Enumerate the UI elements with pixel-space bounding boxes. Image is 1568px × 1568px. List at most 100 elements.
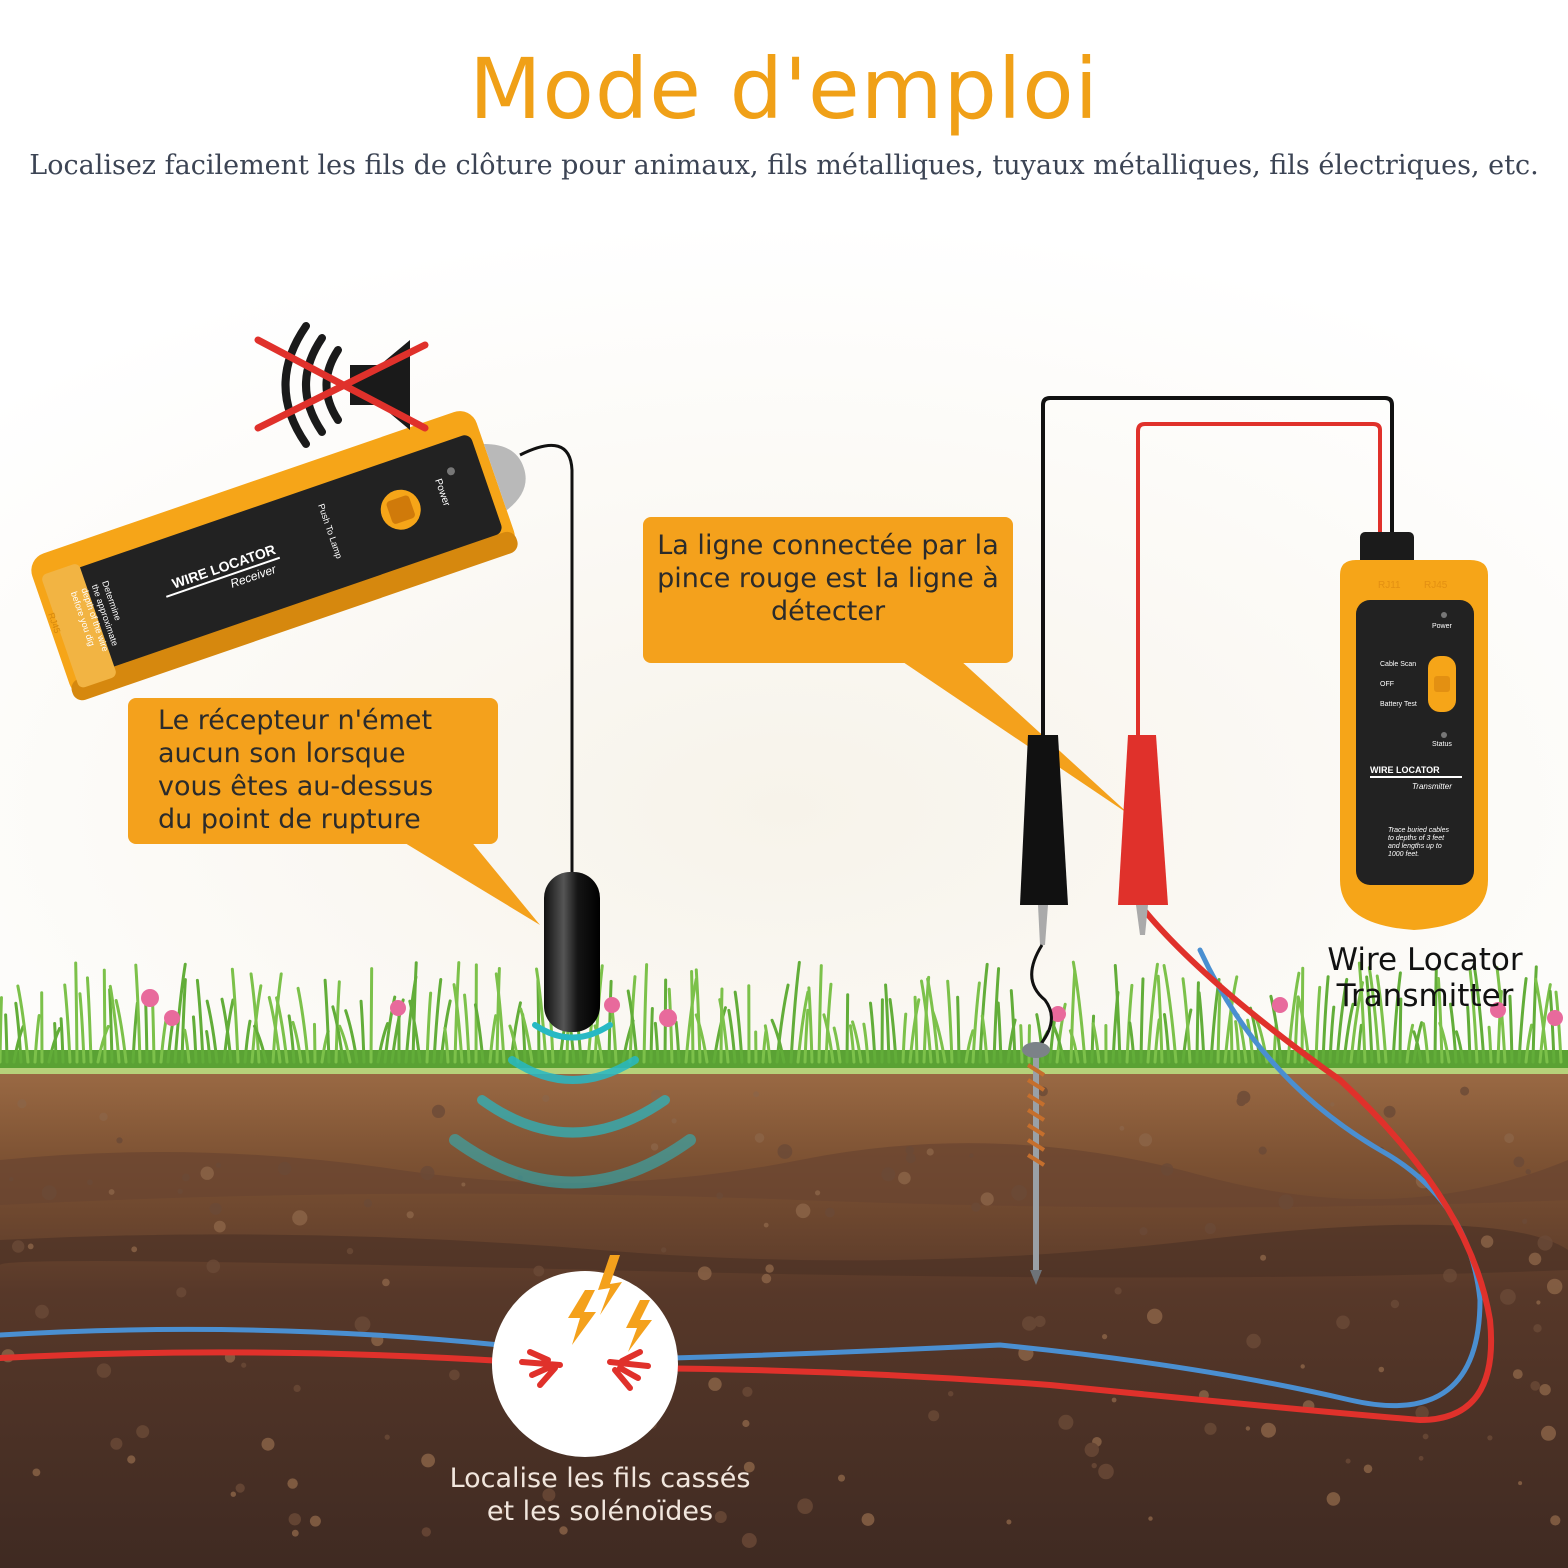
grass-blade bbox=[1487, 1025, 1493, 1064]
soil-pebble bbox=[1139, 1227, 1148, 1236]
grass-blade bbox=[16, 984, 30, 1064]
grass-blade bbox=[78, 992, 86, 1064]
soil-pebble bbox=[116, 1137, 123, 1144]
grass-blade bbox=[1019, 1024, 1024, 1064]
soil-pebble bbox=[406, 1211, 414, 1219]
grass-blade bbox=[803, 1008, 810, 1064]
grass-blade bbox=[408, 999, 422, 1064]
soil-pebble bbox=[461, 1182, 466, 1187]
soil-pebble bbox=[309, 1515, 321, 1527]
transmitter-note-line: Trace buried cables bbox=[1388, 827, 1449, 834]
grass-blade bbox=[1365, 975, 1374, 1064]
soil-pebble bbox=[9, 1177, 14, 1182]
soil-pebble bbox=[421, 1527, 431, 1537]
grass-blade bbox=[1071, 960, 1087, 1064]
soil-pebble bbox=[1536, 1300, 1541, 1305]
signal-waves bbox=[449, 1022, 696, 1189]
grass-blade bbox=[978, 962, 989, 1064]
transmitter-device bbox=[1340, 532, 1488, 930]
soil-pebble bbox=[1111, 1397, 1117, 1403]
soil-pebble bbox=[1415, 1406, 1429, 1420]
grass-blade bbox=[191, 1015, 198, 1064]
grass-blade bbox=[108, 984, 121, 1064]
grass-blade bbox=[249, 972, 261, 1064]
grass-blade bbox=[626, 989, 639, 1064]
grass-blade bbox=[344, 1009, 359, 1064]
grass-blade bbox=[1181, 1008, 1193, 1064]
transmitter-switch-label: Battery Test bbox=[1380, 701, 1417, 708]
soil-pebble bbox=[559, 1526, 568, 1535]
soil-pebble bbox=[99, 1112, 108, 1122]
callout-line: aucun son lorsque bbox=[158, 738, 406, 769]
grass-blade bbox=[508, 1024, 520, 1064]
grass-blade bbox=[312, 1022, 317, 1064]
soil-pebble bbox=[292, 1210, 308, 1226]
soil-pebble bbox=[110, 1437, 123, 1450]
grass-blade bbox=[205, 999, 219, 1064]
soil-pebble bbox=[1422, 1433, 1429, 1440]
soil-pebble bbox=[1058, 1414, 1074, 1430]
grass-blade bbox=[1156, 974, 1164, 1064]
soil-pebble bbox=[12, 1240, 25, 1253]
soil-pebble bbox=[182, 1173, 190, 1182]
soil-pebble bbox=[1034, 1315, 1046, 1328]
soil-pebble bbox=[753, 1091, 760, 1098]
grass-blade bbox=[1466, 1005, 1472, 1064]
grass-blade bbox=[1197, 991, 1206, 1064]
soil-pebble bbox=[716, 1192, 724, 1200]
soil-pebble bbox=[1246, 1333, 1261, 1349]
break-label: Localise les fils cassés et les solénoïd… bbox=[400, 1462, 800, 1528]
soil-pebble bbox=[420, 1165, 435, 1181]
grass-blade bbox=[334, 980, 341, 1064]
grass-blade bbox=[12, 1025, 25, 1064]
grass-blade bbox=[1146, 962, 1159, 1064]
grass-blade bbox=[287, 1014, 296, 1064]
grass-blade bbox=[253, 1024, 268, 1064]
grass-blade bbox=[33, 1014, 41, 1064]
grass-blade bbox=[913, 995, 919, 1064]
soil-pebble bbox=[449, 1369, 460, 1381]
receiver-device bbox=[31, 411, 526, 701]
soil-pebble bbox=[363, 1199, 373, 1208]
soil-pebble bbox=[1390, 1299, 1400, 1309]
soil-pebble bbox=[87, 1179, 93, 1186]
callout-line: détecter bbox=[770, 596, 886, 627]
soil-pebble bbox=[795, 1203, 811, 1219]
soil-pebble bbox=[431, 1104, 446, 1118]
soil-pebble bbox=[288, 1513, 301, 1526]
soil-pebble bbox=[1500, 1289, 1516, 1305]
grass-blade bbox=[220, 997, 233, 1064]
grass-blade bbox=[443, 1026, 450, 1064]
grass-blade bbox=[338, 1024, 352, 1064]
grass-blade bbox=[775, 983, 790, 1064]
lightning-bolt-icon bbox=[626, 1300, 652, 1352]
soil-pebble bbox=[905, 1153, 916, 1164]
soil-pebble bbox=[777, 1144, 793, 1159]
grass-blade bbox=[1128, 1021, 1136, 1064]
page-subtitle: Localisez facilement les fils de clôture… bbox=[29, 150, 1539, 181]
soil-pebble bbox=[498, 1508, 505, 1515]
grass-blade bbox=[848, 1024, 856, 1064]
grass-blade bbox=[1412, 1030, 1423, 1064]
grass-blade bbox=[1125, 983, 1134, 1064]
grass-blade bbox=[151, 998, 156, 1064]
grass-blade bbox=[183, 1028, 191, 1064]
grass-blade bbox=[4, 1013, 9, 1064]
grass-blade bbox=[180, 978, 187, 1064]
grass-blade bbox=[85, 976, 93, 1064]
grass-blade bbox=[0, 996, 3, 1064]
break-label-line: Localise les fils cassés bbox=[449, 1463, 751, 1494]
grass-blade bbox=[1321, 975, 1330, 1064]
soil-pebble bbox=[1487, 1435, 1493, 1441]
grass-blade bbox=[1328, 1005, 1336, 1064]
soil-pebble bbox=[1550, 1515, 1561, 1526]
grass-blade bbox=[642, 963, 649, 1064]
transmitter-switch-label: OFF bbox=[1380, 681, 1394, 688]
soil-pebble bbox=[1011, 1184, 1027, 1201]
transmitter-label-line: Wire Locator bbox=[1327, 942, 1523, 978]
soil-pebble bbox=[825, 1207, 835, 1218]
grass-blade bbox=[789, 960, 801, 1064]
grass-blade bbox=[1524, 1023, 1534, 1064]
transmitter-port-label: RJ11 bbox=[1378, 580, 1401, 591]
